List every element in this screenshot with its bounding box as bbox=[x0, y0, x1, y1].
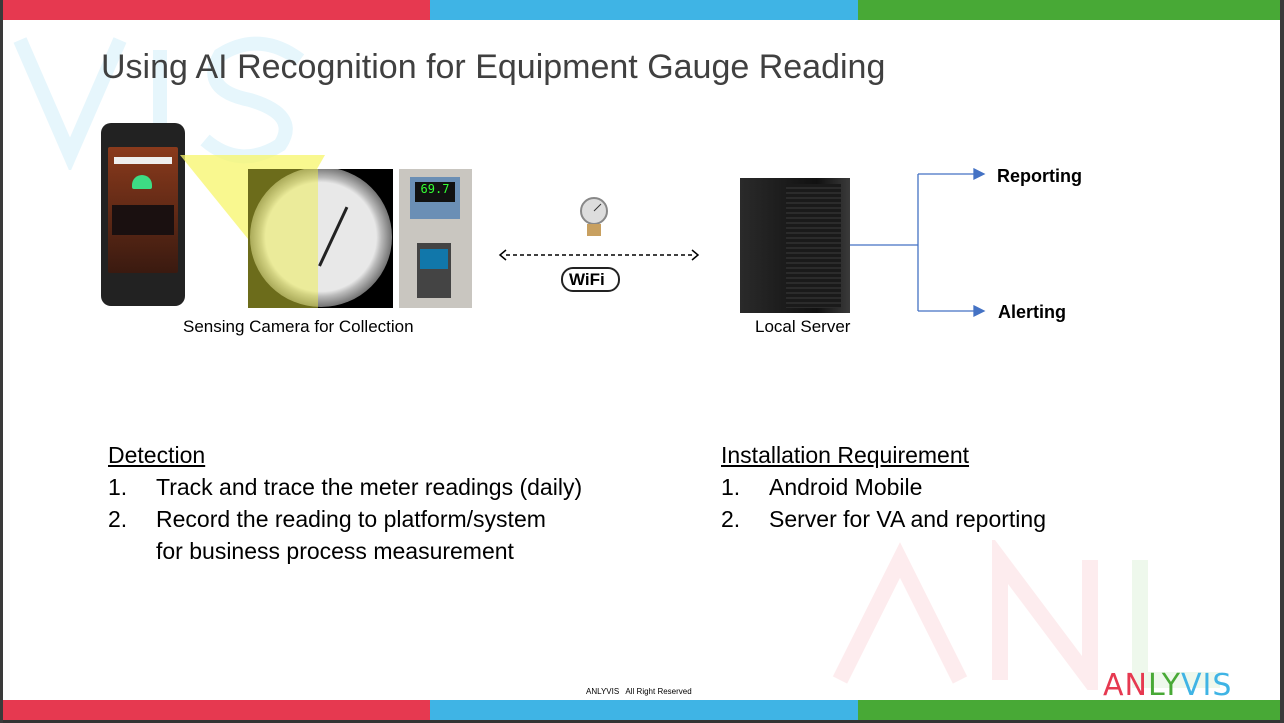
anlyvis-logo: ANLYVIS bbox=[1103, 668, 1232, 703]
item-text: Android Mobile bbox=[769, 474, 923, 500]
bottom-bar-blue bbox=[430, 700, 858, 720]
digital-controller-image: 69.7 bbox=[399, 169, 472, 308]
reporting-label: Reporting bbox=[997, 166, 1082, 186]
logo-part: AN bbox=[1103, 668, 1148, 703]
camera-caption: Sensing Camera for Collection bbox=[183, 317, 414, 336]
top-bar-green bbox=[858, 0, 1284, 20]
thermometer-gauge-image bbox=[248, 169, 393, 308]
top-bar-blue bbox=[430, 0, 858, 20]
item-number: 1. bbox=[108, 474, 128, 500]
server-caption: Local Server bbox=[755, 317, 851, 336]
detection-heading: Detection bbox=[108, 442, 206, 468]
bottom-edge bbox=[0, 720, 1284, 723]
android-phone-image bbox=[101, 123, 185, 306]
item-text: Track and trace the meter readings (dail… bbox=[156, 474, 583, 500]
list-item: for business process measurement bbox=[108, 535, 582, 567]
item-number: 1. bbox=[721, 474, 741, 500]
footer-copyright: ANLYVIS All Right Reserved bbox=[586, 687, 692, 696]
item-number: 2. bbox=[108, 506, 128, 532]
bottom-bar-green bbox=[858, 700, 1284, 720]
left-edge bbox=[0, 0, 3, 723]
installation-section: Installation Requirement 1. Android Mobil… bbox=[721, 439, 1046, 535]
wifi-label: WiFi bbox=[569, 270, 605, 289]
logo-part: LY bbox=[1147, 668, 1182, 703]
alerting-label: Alerting bbox=[998, 302, 1067, 322]
right-edge bbox=[1280, 0, 1284, 723]
server-tower-image bbox=[740, 178, 850, 313]
detection-section: Detection 1. Track and trace the meter re… bbox=[108, 439, 582, 567]
page-title: Using AI Recognition for Equipment Gauge… bbox=[101, 48, 886, 86]
bottom-bar-red bbox=[0, 700, 430, 720]
installation-heading: Installation Requirement bbox=[721, 442, 970, 468]
list-item: 1. Android Mobile bbox=[721, 471, 1046, 503]
item-number bbox=[108, 535, 156, 567]
output-arrows bbox=[850, 167, 986, 318]
bidirectional-arrow bbox=[498, 249, 700, 261]
list-item: 2. Server for VA and reporting bbox=[721, 503, 1046, 535]
list-item: 1. Track and trace the meter readings (da… bbox=[108, 471, 582, 503]
item-number: 2. bbox=[721, 506, 741, 532]
item-text: for business process measurement bbox=[156, 538, 514, 564]
logo-part: VIS bbox=[1181, 668, 1233, 703]
watermark-bottom-right bbox=[832, 540, 1220, 690]
item-text: Server for VA and reporting bbox=[769, 506, 1046, 532]
wifi-icon: WiFi bbox=[561, 267, 620, 292]
top-bar-red bbox=[0, 0, 430, 20]
item-text: Record the reading to platform/system bbox=[156, 506, 546, 532]
pressure-gauge-icon bbox=[580, 197, 608, 236]
list-item: 2. Record the reading to platform/system bbox=[108, 503, 582, 535]
